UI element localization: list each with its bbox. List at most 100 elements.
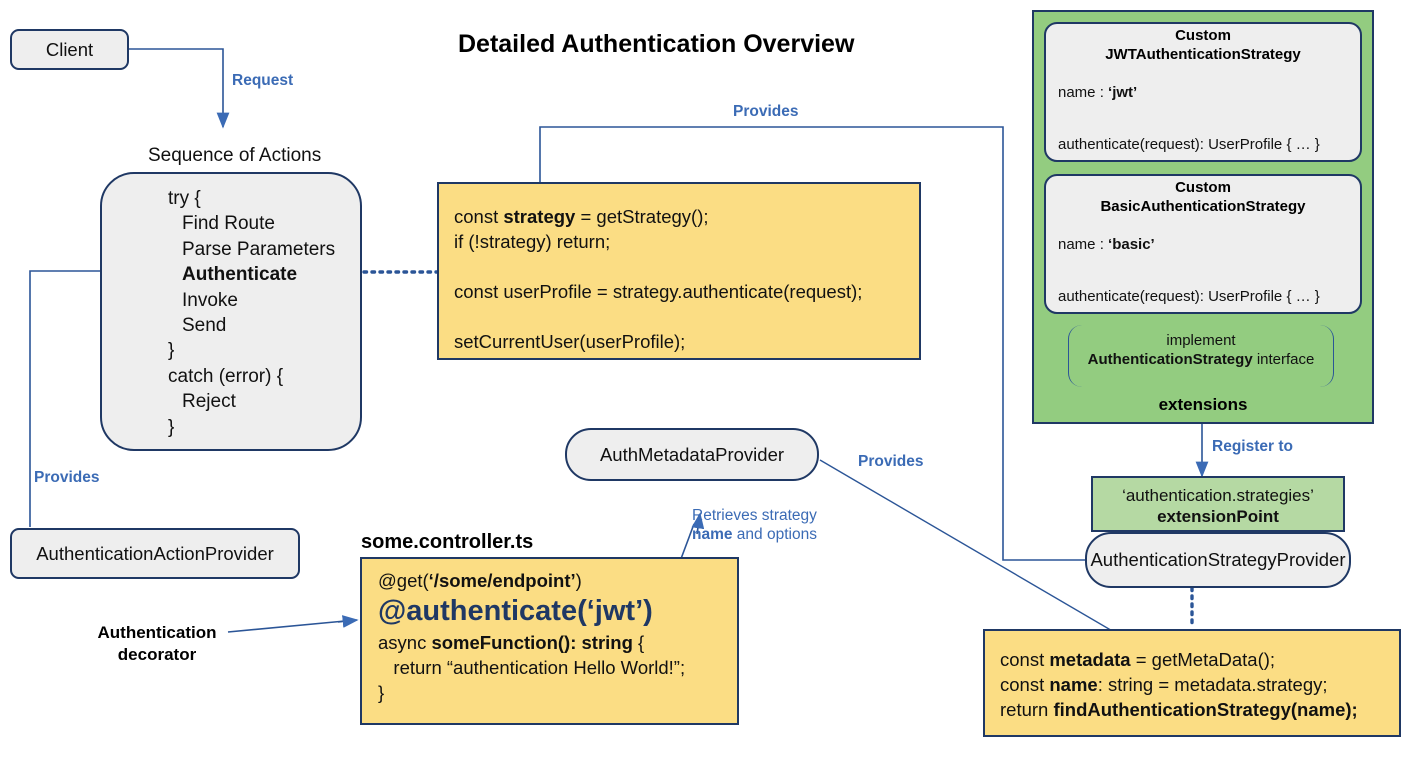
sequence-step: Parse Parameters <box>182 238 336 260</box>
label-extensions: extensions <box>1158 395 1248 414</box>
sequence-step: Find Route <box>182 213 275 235</box>
code-auth-line <box>454 254 862 279</box>
brace-line2: AuthenticationStrategy interface <box>1068 350 1334 369</box>
code-auth-line: const strategy = getStrategy(); <box>454 204 862 229</box>
card-jwt-name-prefix: name : <box>1058 84 1109 101</box>
card-basic-title-line2: BasicAuthenticationStrategy <box>1100 198 1306 215</box>
card-jwt-authentication-strategy[interactable] <box>1044 22 1362 162</box>
code-block-find-strategy[interactable] <box>983 629 1401 737</box>
code-auth-token: const userProfile = strategy.authenticat… <box>454 281 863 302</box>
node-authentication-strategy-provider[interactable]: AuthenticationStrategyProvider <box>1085 532 1351 588</box>
code-controller-line: @get(‘/some/endpoint’) <box>378 568 685 593</box>
card-basic-name: name : ‘basic’ <box>1058 236 1155 253</box>
node-authentication-strategy-provider-label: AuthenticationStrategyProvider <box>1090 549 1346 570</box>
edge-label-retrieves-line2: name and options <box>692 525 817 544</box>
brace-line1: implement <box>1166 332 1236 349</box>
code-auth-line: const userProfile = strategy.authenticat… <box>454 279 862 304</box>
edge-label-retrieves-rest: and options <box>732 526 817 543</box>
code-strategy-token: const <box>1000 649 1050 670</box>
code-auth-line: if (!strategy) return; <box>454 229 862 254</box>
code-block-controller-text: @get(‘/some/endpoint’)@authenticate(‘jwt… <box>378 568 685 705</box>
code-block-authenticate-action-text: const strategy = getStrategy();if (!stra… <box>454 204 862 354</box>
card-jwt-name-value: ‘jwt’ <box>1108 84 1138 101</box>
node-extension-point[interactable]: ‘authentication.strategies’ extensionPoi… <box>1091 476 1345 532</box>
edge-label-retrieves-line1: Retrieves strategy <box>692 507 817 524</box>
code-controller-token: async <box>378 632 432 653</box>
sequence-caption: Sequence of Actions <box>148 145 322 166</box>
sequence-step: catch (error) { <box>168 365 284 387</box>
card-basic-name-value: ‘basic’ <box>1108 236 1155 253</box>
node-extension-point-line1: ‘authentication.strategies’ <box>1122 486 1314 505</box>
sequence-step: Authenticate <box>168 262 335 287</box>
edge-label-register-to: Register to <box>1212 438 1293 455</box>
node-extension-point-bold: extensionPoint <box>1157 507 1279 526</box>
code-strategy-line: const metadata = getMetaData(); <box>1000 647 1358 672</box>
page-title: Detailed Authentication Overview <box>458 30 855 58</box>
node-sequence-of-actions[interactable] <box>100 172 362 451</box>
card-jwt-method: authenticate(request): UserProfile { … } <box>1058 136 1320 153</box>
code-controller-token: @authenticate(‘jwt’) <box>378 595 653 627</box>
edge-client-to-sequence <box>129 48 230 129</box>
code-strategy-token: : string = metadata.strategy; <box>1097 674 1328 695</box>
brace-implements-text: implement AuthenticationStrategy interfa… <box>1068 331 1334 369</box>
sequence-step: } <box>168 416 175 438</box>
edge-decoratorlabel-to-controller <box>227 615 359 633</box>
card-jwt-title-line1: Custom <box>1175 27 1231 44</box>
code-auth-token: setCurrentUser(userProfile); <box>454 331 686 352</box>
brace-implements <box>1068 325 1334 387</box>
card-basic-authentication-strategy[interactable] <box>1044 174 1362 314</box>
code-auth-token: strategy <box>503 206 576 227</box>
code-controller-line: } <box>378 680 685 705</box>
code-controller-token: ) <box>575 570 582 591</box>
node-client-label: Client <box>45 38 94 60</box>
code-strategy-token: const <box>1000 674 1050 695</box>
card-jwt-title-line2: JWTAuthenticationStrategy <box>1105 46 1301 63</box>
code-block-authenticate-action[interactable] <box>437 182 921 360</box>
code-block-find-strategy-text: const metadata = getMetaData();const nam… <box>1000 647 1358 722</box>
edge-label-retrieves-name: name <box>692 526 733 543</box>
code-strategy-token: = getMetaData(); <box>1130 649 1276 670</box>
code-block-controller[interactable] <box>360 557 739 725</box>
code-controller-line: return “authentication Hello World!”; <box>378 655 685 680</box>
edge-label-provides-top: Provides <box>733 103 799 120</box>
node-authentication-action-provider[interactable]: AuthenticationActionProvider <box>10 528 300 579</box>
code-controller-token: return “authentication Hello World!”; <box>378 657 686 678</box>
code-auth-line <box>454 304 862 329</box>
node-client[interactable]: Client <box>10 29 129 70</box>
node-extension-point-line2: extensionPoint <box>1093 506 1343 527</box>
card-basic-title-line1: Custom <box>1175 179 1231 196</box>
node-auth-metadata-provider-label: AuthMetadataProvider <box>599 443 785 465</box>
node-authentication-action-provider-label: AuthenticationActionProvider <box>36 542 274 564</box>
sequence-step: Reject <box>182 391 236 413</box>
code-auth-line: setCurrentUser(userProfile); <box>454 329 862 354</box>
edge-label-provides-metadata: Provides <box>858 453 924 470</box>
code-strategy-token: name <box>1049 674 1098 695</box>
code-auth-token: if (!strategy) return; <box>454 231 611 252</box>
brace-interface-name: AuthenticationStrategy <box>1087 351 1253 368</box>
code-auth-token: = getStrategy(); <box>575 206 709 227</box>
edge-label-provides-left: Provides <box>34 469 100 486</box>
card-basic-name-prefix: name : <box>1058 236 1109 253</box>
card-jwt-name: name : ‘jwt’ <box>1058 84 1137 101</box>
code-strategy-line: return findAuthenticationStrategy(name); <box>1000 697 1358 722</box>
card-basic-method: authenticate(request): UserProfile { … } <box>1058 288 1320 305</box>
code-controller-token: } <box>378 682 385 703</box>
card-basic-title: Custom BasicAuthenticationStrategy <box>1044 178 1362 216</box>
code-strategy-line: const name: string = metadata.strategy; <box>1000 672 1358 697</box>
code-controller-line: @authenticate(‘jwt’) <box>378 593 685 630</box>
sequence-step-label: Authenticate <box>182 264 298 286</box>
code-strategy-token: findAuthenticationStrategy(name); <box>1053 699 1358 720</box>
code-controller-line: async someFunction(): string { <box>378 630 685 655</box>
label-authentication-decorator: Authentication decorator <box>97 623 217 664</box>
sequence-step: Send <box>182 315 227 337</box>
sequence-step: } <box>168 340 175 362</box>
node-auth-metadata-provider[interactable]: AuthMetadataProvider <box>565 428 819 481</box>
code-strategy-token: metadata <box>1049 649 1131 670</box>
edge-label-retrieves-strategy: Retrieves strategy name and options <box>692 506 817 544</box>
code-controller-token: { <box>632 632 645 653</box>
code-controller-token: @get( <box>378 570 429 591</box>
card-jwt-title: Custom JWTAuthenticationStrategy <box>1044 26 1362 64</box>
code-strategy-token: return <box>1000 699 1054 720</box>
